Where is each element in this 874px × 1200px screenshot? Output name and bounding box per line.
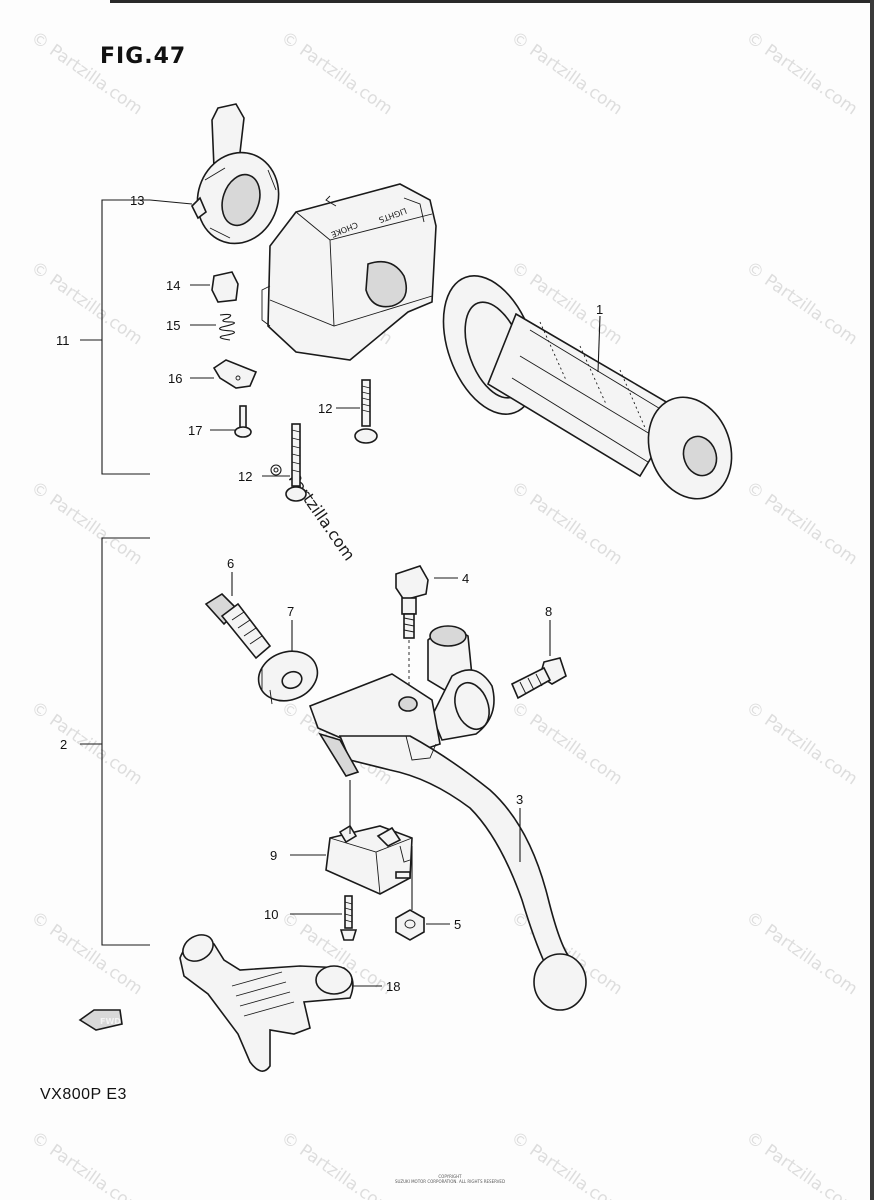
callout-16: 16	[168, 371, 182, 386]
bracket-2	[101, 537, 150, 946]
callout-17: 17	[188, 423, 202, 438]
switch-knob	[211, 271, 239, 303]
watermark: © Partzilla.com	[277, 28, 396, 120]
group-brackets	[80, 199, 150, 946]
watermark: © Partzilla.com	[507, 1128, 626, 1200]
watermark: © Partzilla.com	[277, 1128, 396, 1200]
callout-7: 7	[287, 604, 294, 619]
callout-15: 15	[166, 318, 180, 333]
watermark: © Partzilla.com	[27, 258, 146, 350]
callout-18: 18	[386, 979, 400, 994]
copyright-line: COPYRIGHT	[438, 1174, 462, 1179]
watermark: © Partzilla.com	[742, 28, 861, 120]
choke-lever	[191, 103, 280, 245]
contact-plate	[212, 359, 258, 389]
model-label: VX800P E3	[40, 1086, 127, 1103]
watermark: © Partzilla.com	[27, 28, 146, 120]
callout-8: 8	[545, 604, 552, 619]
leader-lines	[149, 199, 601, 987]
watermark: © Partzilla.com	[27, 1128, 146, 1200]
watermark: © Partzilla.com	[507, 698, 626, 790]
callout-12-upper: 12	[318, 401, 332, 416]
scan-top-edge	[110, 0, 874, 3]
callout-11: 11	[56, 333, 70, 348]
callout-13: 13	[130, 193, 144, 208]
clutch-switch	[325, 824, 413, 895]
callout-10: 10	[264, 907, 278, 922]
bracket-11	[101, 199, 150, 475]
watermark: © Partzilla.com	[742, 698, 861, 790]
watermark-layer: © Partzilla.com © Partzilla.com © Partzi…	[27, 28, 861, 1200]
switch-housing: CHOKE LIGHTS	[261, 183, 437, 361]
lever-holder-cover	[179, 934, 354, 1072]
forward-label: FWD	[100, 1017, 121, 1026]
handlebar-grip	[442, 275, 733, 500]
watermark: © Partzilla.com	[742, 258, 861, 350]
scan-right-edge	[870, 0, 874, 1200]
watermark: © Partzilla.com	[742, 478, 861, 570]
watermark: © Partzilla.com	[507, 478, 626, 570]
cable-adjuster	[204, 592, 272, 660]
callout-14: 14	[166, 278, 180, 293]
watermark: © Partzilla.com	[742, 908, 861, 1000]
figure-title: FIG.47	[100, 44, 187, 69]
copyright-line: SUZUKI MOTOR CORPORATION. ALL RIGHTS RES…	[394, 1179, 506, 1184]
clamp-bolt	[510, 657, 567, 700]
clutch-lever-assembly	[308, 625, 587, 1011]
watermark: © Partzilla.com	[742, 1128, 861, 1200]
callout-2: 2	[60, 737, 67, 752]
callout-5: 5	[454, 917, 461, 932]
callout-12-lower: 12	[238, 469, 252, 484]
callout-1: 1	[596, 302, 603, 317]
adjuster-locknut	[257, 650, 319, 705]
lever-pivot-bolt	[395, 565, 429, 700]
spring	[219, 313, 235, 341]
copyright-notice: COPYRIGHT SUZUKI MOTOR CORPORATION. ALL …	[380, 1174, 520, 1184]
callout-3: 3	[516, 792, 523, 807]
watermark: © Partzilla.com	[27, 908, 146, 1000]
watermark: © Partzilla.com	[507, 28, 626, 120]
switch-screw	[339, 895, 358, 941]
callout-9: 9	[270, 848, 277, 863]
screw-12-upper	[354, 379, 378, 444]
forward-arrow: FWD	[78, 1009, 123, 1031]
screw-12-lower	[270, 423, 307, 502]
lever-nut	[395, 909, 425, 941]
callout-6: 6	[227, 556, 234, 571]
callout-labels: 1 2 3 4 5 6 7 8 9 10 11 12 12 13 14 15 1…	[56, 193, 603, 994]
screw-17	[234, 405, 252, 438]
watermark: © Partzilla.com	[27, 478, 146, 570]
callout-4: 4	[462, 571, 469, 586]
